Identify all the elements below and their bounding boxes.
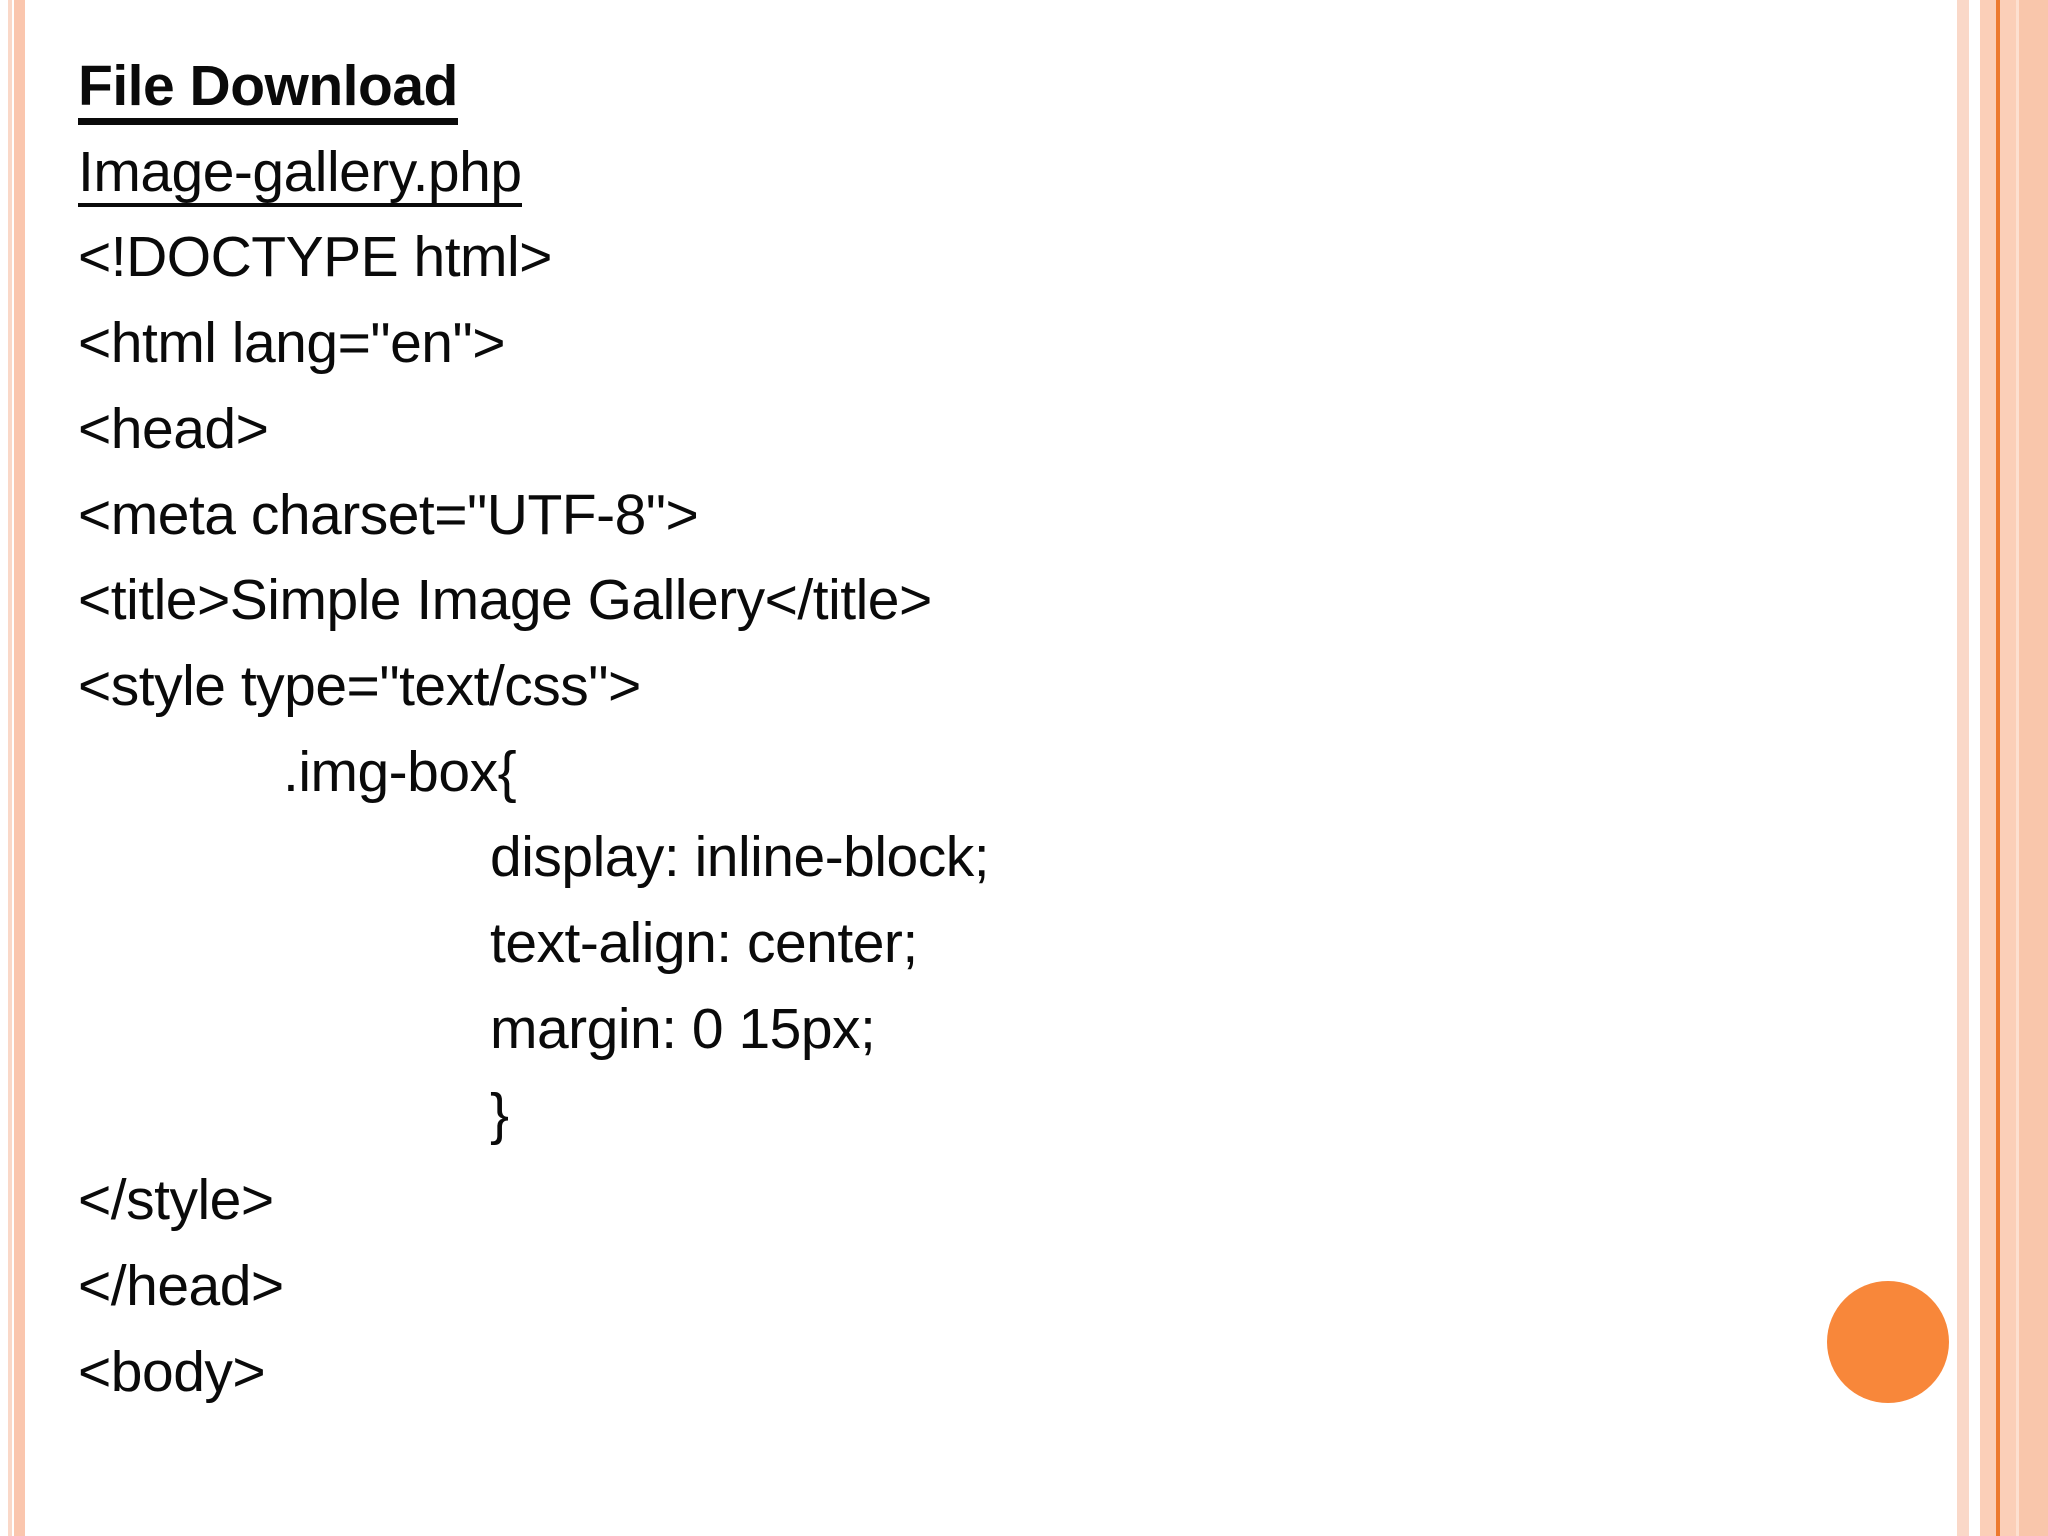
code-line: <head>	[78, 396, 269, 461]
code-line: .img-box{	[283, 739, 517, 804]
code-line: </style>	[78, 1168, 274, 1233]
code-line: display: inline-block;	[490, 825, 990, 890]
right-border-accent-line	[1996, 0, 2000, 1536]
code-line: <meta charset="UTF-8">	[78, 482, 699, 547]
slide-heading: File Download	[78, 44, 1898, 130]
right-border-seam	[2016, 0, 2019, 1536]
code-line: margin: 0 15px;	[490, 996, 876, 1061]
code-line: }	[490, 1082, 509, 1147]
code-line: <title>Simple Image Gallery</title>	[78, 568, 932, 633]
left-border-band	[14, 0, 25, 1536]
code-line: <body>	[78, 1339, 266, 1404]
left-border-thin-stripe	[8, 0, 12, 1536]
slide-heading-text: File Download	[78, 55, 458, 125]
code-line: </head>	[78, 1253, 284, 1318]
right-border-thin-stripe	[1957, 0, 1969, 1536]
right-border-outer-band	[2019, 0, 2048, 1536]
code-filename: Image-gallery.php	[78, 130, 1898, 216]
code-line: <html lang="en">	[78, 311, 506, 376]
slide-content: File Download Image-gallery.php <!DOCTYP…	[78, 44, 1898, 1415]
code-line: <!DOCTYPE html>	[78, 225, 552, 290]
code-line: text-align: center;	[490, 911, 918, 976]
code-line: <style type="text/css">	[78, 653, 641, 718]
code-filename-text: Image-gallery.php	[78, 140, 522, 208]
orange-circle-decoration	[1827, 1281, 1949, 1403]
